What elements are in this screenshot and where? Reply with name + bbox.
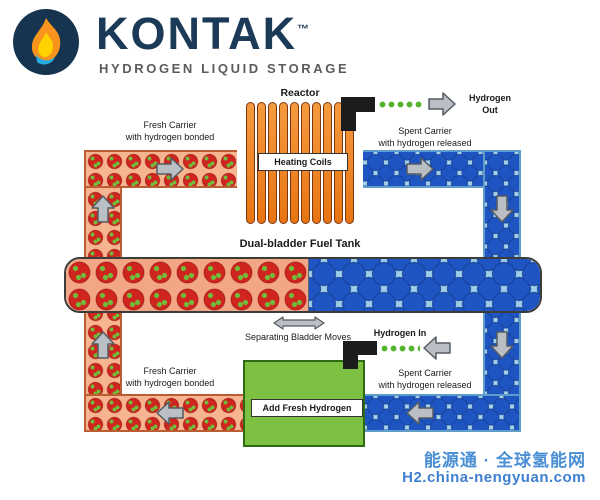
flow-arrow-up-icon bbox=[90, 330, 116, 360]
label-line: with hydrogen bonded bbox=[125, 377, 215, 388]
add-hydrogen-label: Add Fresh Hydrogen bbox=[251, 399, 363, 417]
flow-arrow-right-icon bbox=[155, 156, 185, 182]
kontak-logo-icon bbox=[12, 8, 80, 76]
reactor-label: Reactor bbox=[280, 87, 320, 99]
fresh-carrier-bottom-label: Fresh Carrier with hydrogen bonded bbox=[120, 366, 220, 389]
brand-subtitle: HYDROGEN LIQUID STORAGE bbox=[99, 61, 350, 76]
tank-spent-side bbox=[308, 259, 540, 311]
hydrogen-out-dots bbox=[378, 101, 424, 108]
hydrogen-in-pipe bbox=[343, 341, 377, 355]
spent-carrier-top-label: Spent Carrier with hydrogen released bbox=[375, 126, 475, 149]
flow-arrow-left-icon bbox=[405, 400, 435, 426]
fresh-carrier-top-label: Fresh Carrier with hydrogen bonded bbox=[120, 120, 220, 143]
label-line: with hydrogen bonded bbox=[125, 131, 215, 142]
label-line: Hydrogen bbox=[468, 93, 511, 103]
spent-carrier-bottom-label: Spent Carrier with hydrogen released bbox=[375, 368, 475, 391]
bladder-double-arrow-icon bbox=[272, 315, 326, 331]
fuel-tank-label: Dual-bladder Fuel Tank bbox=[239, 238, 361, 250]
label-line: Spent Carrier bbox=[398, 368, 452, 378]
hydrogen-out-arrow-icon bbox=[427, 91, 457, 117]
label-line: Fresh Carrier bbox=[143, 120, 197, 130]
dual-bladder-fuel-tank bbox=[64, 257, 542, 313]
watermark-site-url: H2.china-nengyuan.com bbox=[402, 469, 586, 486]
heating-coils-label: Heating Coils bbox=[258, 153, 348, 171]
tank-fresh-side bbox=[66, 259, 309, 311]
label-line: with hydrogen released bbox=[378, 137, 472, 148]
label-line: with hydrogen released bbox=[378, 379, 472, 390]
hydrogen-in-label: Hydrogen In bbox=[373, 328, 427, 338]
separating-bladder-label: Separating Bladder Moves bbox=[244, 332, 352, 342]
label-line: Fresh Carrier bbox=[143, 366, 197, 376]
hydrogen-in-dots bbox=[380, 345, 420, 352]
flow-arrow-right-icon bbox=[405, 156, 435, 182]
heating-coil bbox=[246, 102, 255, 224]
flow-arrow-up-icon bbox=[90, 194, 116, 224]
trademark-symbol: ™ bbox=[297, 22, 310, 36]
brand-name: KONTAK™ bbox=[96, 8, 310, 59]
flow-arrow-down-icon bbox=[489, 330, 515, 360]
hydrogen-out-pipe bbox=[341, 97, 375, 112]
flow-arrow-left-icon bbox=[155, 400, 185, 426]
label-line: Spent Carrier bbox=[398, 126, 452, 136]
watermark-site-name: 能源通 · 全球氢能网 bbox=[423, 451, 586, 470]
flow-arrow-down-icon bbox=[489, 194, 515, 224]
label-line: Out bbox=[482, 104, 498, 115]
hydrogen-out-label: Hydrogen Out bbox=[461, 93, 519, 116]
hydrogen-in-arrow-icon bbox=[422, 335, 452, 361]
